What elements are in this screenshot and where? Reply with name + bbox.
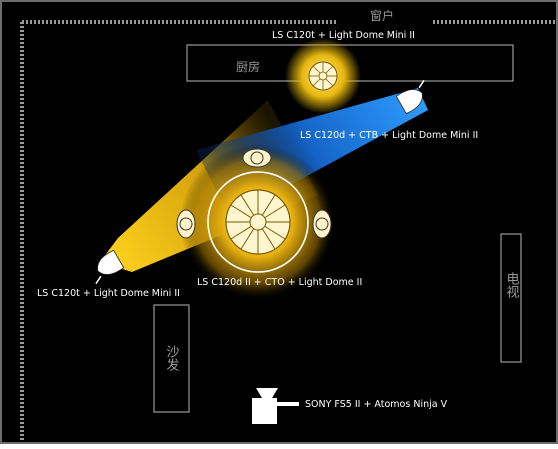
tv-outline: [500, 233, 522, 363]
kitchen-label: 厨房: [236, 59, 260, 74]
camera-icon: [252, 388, 299, 424]
person-top-icon: [242, 148, 272, 168]
center-light-label: LS C120d II + CTO + Light Dome II: [197, 277, 362, 288]
sofa-outline: [153, 304, 190, 413]
right-light-label: LS C120d + CTB + Light Dome Mini II: [300, 130, 478, 141]
person-left-icon: [176, 209, 196, 239]
right-light-fixture-icon: [395, 79, 425, 115]
camera-label: SONY FS5 II + Atomos Ninja V: [305, 399, 448, 410]
left-light-fixture-icon: [95, 249, 125, 285]
top-light-dome-icon: [308, 61, 338, 91]
left-light-label: LS C120t + Light Dome Mini II: [37, 288, 180, 299]
person-right-icon: [312, 209, 332, 239]
walls: [20, 20, 556, 440]
window-label: 窗户: [370, 8, 394, 23]
sofa-label: 沙发: [164, 345, 180, 371]
center-light-dome-icon: [225, 189, 291, 255]
table-outline: [207, 171, 309, 273]
top-light-label: LS C120t + Light Dome Mini II: [272, 30, 415, 41]
tv-label: 电视: [504, 272, 520, 298]
